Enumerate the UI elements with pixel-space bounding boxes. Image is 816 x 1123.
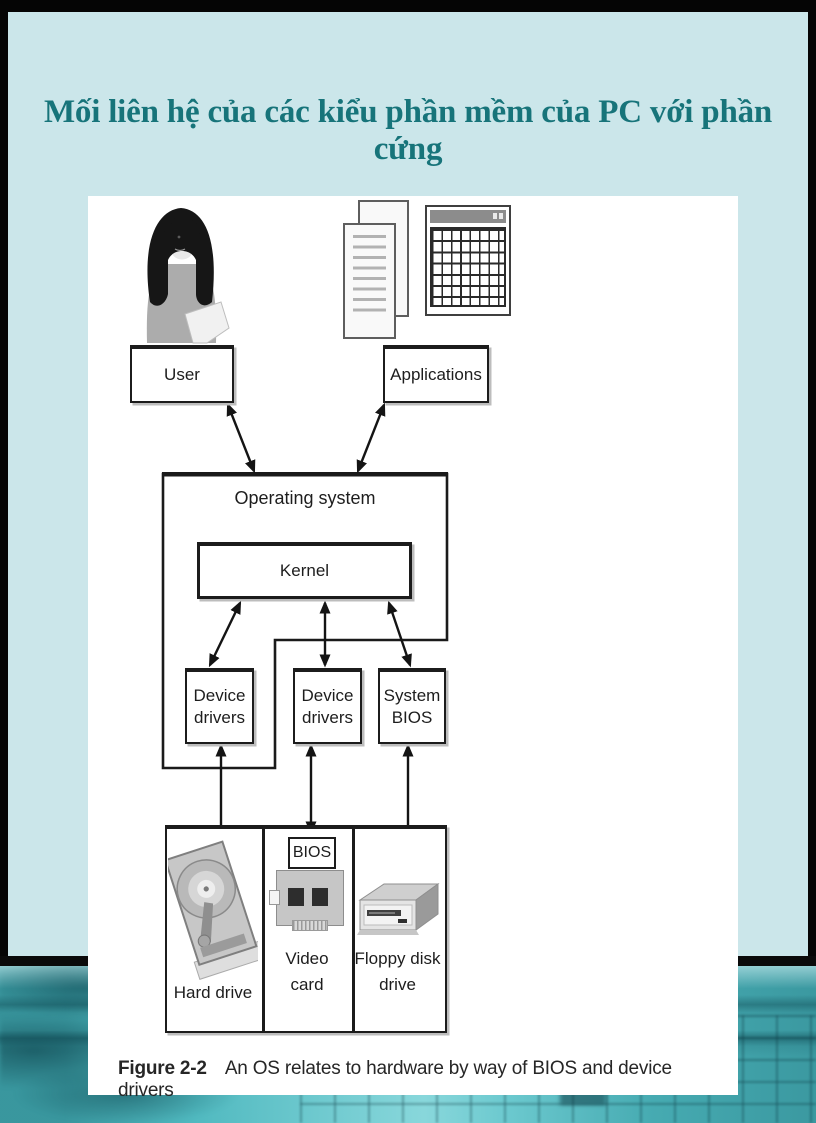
- user-box-label: User: [164, 364, 200, 384]
- hardware-divider: [262, 829, 265, 1031]
- hard-drive-illustration: [168, 840, 258, 980]
- document-front-page-icon: [343, 223, 396, 339]
- user-person-illustration: [146, 208, 230, 344]
- applications-box: Applications: [383, 345, 489, 403]
- floppy-drive-illustration: [357, 883, 440, 935]
- figure-caption-number: Figure 2-2: [118, 1058, 207, 1079]
- system-bios-label: System BIOS: [383, 685, 441, 727]
- system-bios-box: System BIOS: [378, 668, 446, 744]
- video-card-label: Video card: [285, 949, 329, 994]
- video-card-illustration: [269, 870, 344, 931]
- titlebar-dot: [493, 213, 497, 219]
- spreadsheet-titlebar: [430, 210, 506, 223]
- figure-caption-text: An OS relates to hardware by way of BIOS…: [118, 1058, 672, 1101]
- spreadsheet-grid: [430, 227, 506, 307]
- operating-system-top-edge: [162, 472, 448, 477]
- document-text-lines: [353, 235, 386, 319]
- video-card-chip: [312, 888, 328, 906]
- device-drivers-2-label: Device drivers: [301, 685, 354, 727]
- arrow-user-os: [226, 402, 256, 474]
- operating-system-label: Operating system: [234, 488, 376, 508]
- kernel-box: Kernel: [197, 542, 412, 599]
- figure-panel: User Applications Operating system Kerne…: [88, 196, 738, 1101]
- video-card-body: [276, 870, 344, 926]
- arrow-kernel-systembios: [387, 600, 412, 668]
- slide-title: Mối liên hệ của các kiểu phần mềm của PC…: [43, 94, 773, 167]
- video-card-port: [269, 890, 280, 905]
- device-drivers-box-2: Device drivers: [293, 668, 362, 744]
- titlebar-dot: [499, 213, 503, 219]
- spreadsheet-icon: [425, 205, 511, 316]
- video-card-chip: [288, 888, 304, 906]
- hardware-divider: [352, 829, 355, 1031]
- kernel-box-label: Kernel: [279, 560, 330, 580]
- floppy-drive-label: Floppy disk drive: [354, 949, 441, 994]
- video-bios-chip-label: BIOS: [292, 844, 332, 861]
- video-bios-chip-box: BIOS: [288, 837, 336, 869]
- arrow-applications-os: [356, 402, 386, 474]
- user-box: User: [130, 345, 234, 403]
- device-drivers-1-label: Device drivers: [193, 685, 246, 727]
- applications-box-label: Applications: [390, 364, 482, 384]
- arrow-kernel-devicedrivers1: [208, 600, 242, 668]
- device-drivers-box-1: Device drivers: [185, 668, 254, 744]
- hard-drive-label: Hard drive: [173, 983, 253, 1002]
- video-card-connector: [292, 920, 328, 931]
